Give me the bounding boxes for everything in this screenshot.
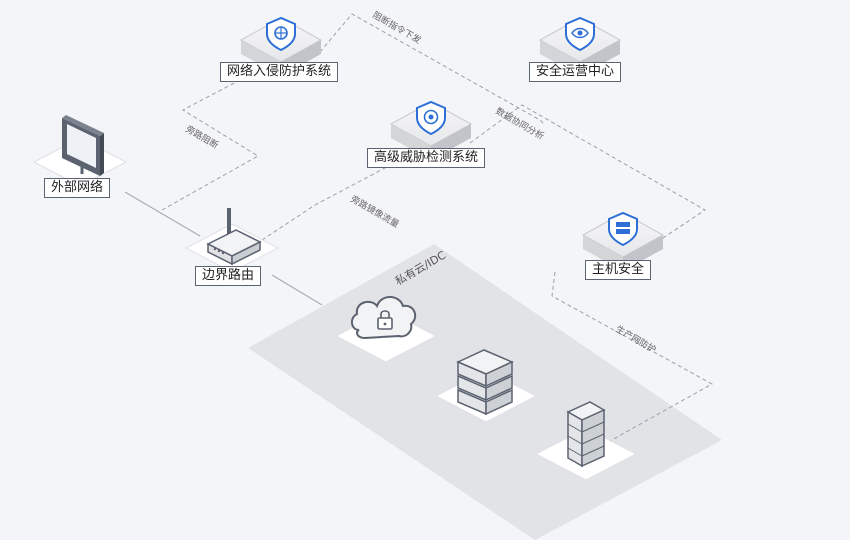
shield-target-icon	[416, 100, 446, 136]
server-rack-icon[interactable]	[456, 349, 514, 416]
edge-block-cmd	[319, 13, 546, 126]
soc-label: 安全运营中心	[529, 62, 622, 82]
host-security-label: 主机安全	[585, 260, 652, 280]
shield-host-icon	[608, 211, 638, 247]
shield-eye-icon	[565, 16, 595, 52]
ips-label: 网络入侵防护系统	[220, 62, 339, 82]
shield-network-icon	[266, 16, 296, 52]
atd-label: 高级威胁检测系统	[367, 148, 486, 168]
firewall-icon[interactable]	[566, 401, 606, 468]
monitor-icon[interactable]	[62, 115, 104, 176]
server-unit	[457, 388, 513, 416]
edge-prod-protect	[551, 271, 714, 442]
edge-bypass-block	[161, 79, 259, 211]
edge-data-analysis	[469, 104, 706, 241]
dashed-connections	[161, 13, 714, 442]
solid-connections	[124, 191, 323, 306]
router-icon[interactable]	[206, 208, 262, 266]
external-network-label: 外部网络	[44, 178, 111, 198]
server-unit	[456, 349, 514, 388]
border-router-label: 边界路由	[195, 266, 262, 286]
edge-mirror-traffic	[261, 159, 401, 241]
host-security-device[interactable]	[581, 211, 665, 271]
cloud-lock-icon[interactable]	[351, 296, 417, 340]
server-unit	[457, 374, 513, 402]
